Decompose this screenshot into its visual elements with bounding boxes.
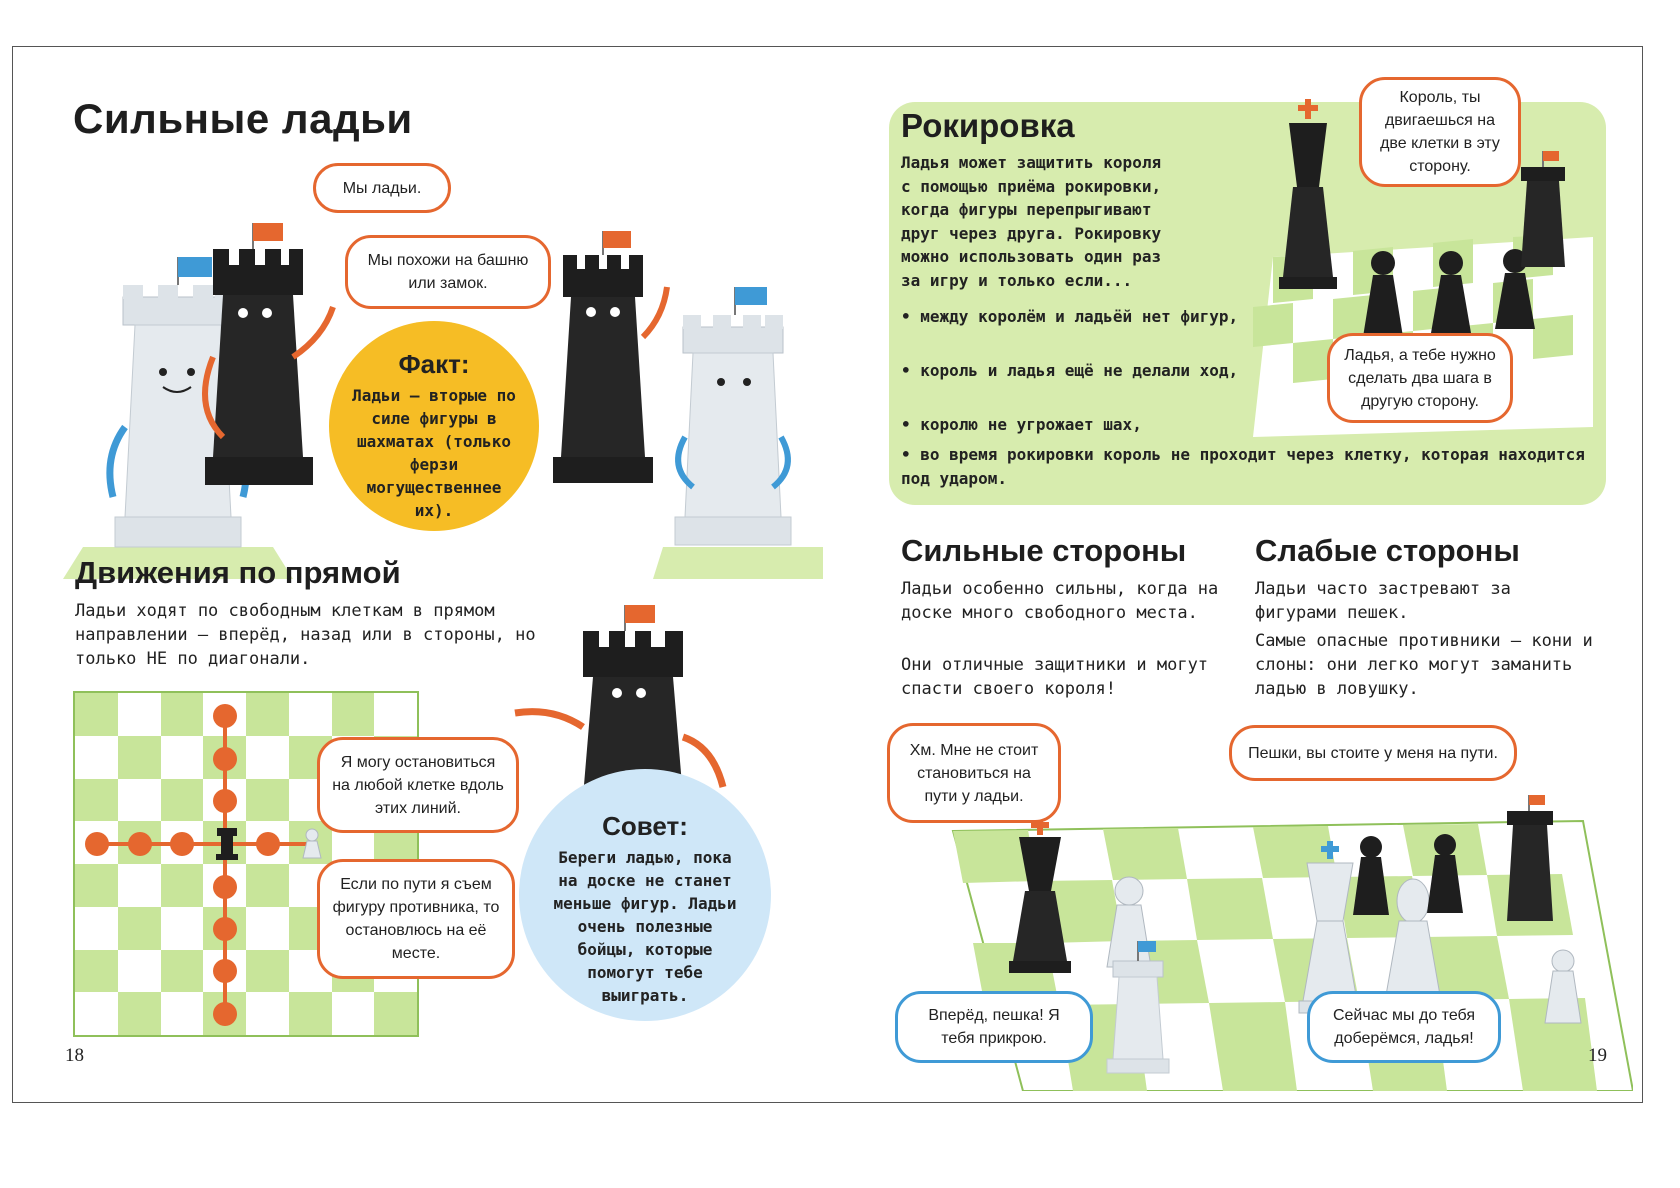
white-rook-left [106, 257, 250, 548]
castling-intro: Ладья может защитить короля с помощью пр… [901, 151, 1241, 292]
fact-circle: Факт: Ладьи — вторые по силе фигуры в ша… [329, 321, 539, 531]
speech-bubble-stop-anywhere: Я могу остановиться на любой клетке вдол… [317, 737, 519, 833]
white-rook-right [674, 287, 792, 546]
move-dot [256, 832, 280, 856]
speech-bubble-pawns-in-way: Пешки, вы стоите у меня на пути. [1229, 725, 1517, 781]
ground-tile-right [653, 547, 823, 579]
move-dot [213, 959, 237, 983]
move-dot [213, 1002, 237, 1026]
tip-circle: Совет: Береги ладью, пока на доске не ст… [519, 769, 771, 1021]
strengths-text-2: Они отличные защитники и могут спасти св… [901, 655, 1209, 699]
page-number-left: 18 [65, 1045, 84, 1066]
section-title-strengths: Сильные стороны [901, 533, 1187, 568]
speech-bubble-tower-castle: Мы похожи на башню или замок. [345, 235, 551, 309]
speech-bubble-rook-castling: Ладья, а тебе нужно сделать два шага в д… [1327, 333, 1513, 423]
black-rook-piece [1507, 795, 1553, 921]
weaknesses-text-1: Ладьи часто застревают за фигурами пешек… [1255, 579, 1511, 623]
castling-intro-line: друг через друга. Рокировку [901, 223, 1162, 243]
strengths-text-1: Ладьи особенно сильны, когда на доске мн… [901, 579, 1219, 623]
move-dot [213, 747, 237, 771]
speech-bubble-forward-pawn: Вперёд, пешка! Я тебя прикрою. [895, 991, 1093, 1063]
castling-intro-line: за игру и только если... [901, 270, 1133, 290]
move-dot [213, 704, 237, 728]
black-king-piece [1009, 817, 1071, 973]
castling-bullet: • во время рокировки король не проходит … [901, 445, 1585, 488]
move-dot [85, 832, 109, 856]
move-dot [128, 832, 152, 856]
speech-bubble-capture: Если по пути я съем фигуру противника, т… [317, 859, 515, 979]
castling-bullet: • король и ладья ещё не делали ход, [901, 361, 1239, 380]
black-pawn-piece [1363, 251, 1403, 337]
white-pawn-piece [1544, 949, 1582, 1024]
move-dot [170, 832, 194, 856]
speech-bubble-we-are-rooks: Мы ладьи. [313, 163, 451, 213]
section-title-weaknesses: Слабые стороны [1255, 533, 1520, 568]
black-rook-right [553, 231, 670, 483]
black-pawn-piece [1353, 836, 1389, 915]
black-rook-piece-icon [216, 828, 238, 860]
black-pawn-piece [1427, 834, 1463, 913]
castling-bullet: • между королём и ладьёй нет фигур, [901, 307, 1239, 326]
white-rook-piece [1106, 941, 1170, 1074]
move-dot [213, 875, 237, 899]
section-title-movement: Движения по прямой [75, 555, 401, 590]
black-rook-piece [1521, 151, 1565, 267]
castling-intro-line: с помощью приёма рокировки, [901, 176, 1162, 196]
fact-title: Факт: [398, 349, 470, 379]
book-spread: Сильные ладьи [12, 46, 1643, 1103]
tip-text: Береги ладью, пока на доске не станет ме… [553, 848, 737, 1005]
pointing-black-rook [514, 605, 727, 797]
move-dot [213, 789, 237, 813]
rooks-illustration [63, 223, 823, 579]
move-dot [213, 917, 237, 941]
fact-text: Ладьи — вторые по силе фигуры в шахматах… [352, 386, 516, 520]
vertical-move-line [223, 713, 227, 1013]
black-king-piece [1279, 99, 1337, 289]
section-title-castling: Рокировка [901, 107, 1075, 144]
tip-title: Совет: [602, 811, 688, 841]
page-title-strong-rooks: Сильные ладьи [73, 95, 413, 142]
page-number-right: 19 [1588, 1045, 1607, 1066]
black-pawn-piece [1431, 251, 1471, 333]
ground-tile-left [63, 547, 293, 579]
castling-bullet: • королю не угрожает шах, [901, 415, 1142, 434]
speech-bubble-we-will-get-you: Сейчас мы до тебя доберёмся, ладья! [1307, 991, 1501, 1063]
weaknesses-text-2: Самые опасные противники — кони и слоны:… [1255, 631, 1593, 699]
speech-bubble-king-avoid: Хм. Мне не стоит становиться на пути у л… [887, 723, 1061, 823]
horizontal-move-line [97, 842, 307, 846]
black-rook-left [202, 223, 336, 485]
speech-bubble-king-castling: Король, ты двигаешься на две клетки в эт… [1359, 77, 1521, 187]
white-pawn-piece-icon [302, 828, 322, 859]
movement-text: Ладьи ходят по свободным клеткам в прямо… [75, 601, 536, 669]
castling-intro-line: когда фигуры перепрыгивают [901, 200, 1152, 219]
castling-intro-line: можно использовать один раз [901, 247, 1162, 266]
castling-intro-line: Ладья может защитить короля [901, 153, 1162, 172]
